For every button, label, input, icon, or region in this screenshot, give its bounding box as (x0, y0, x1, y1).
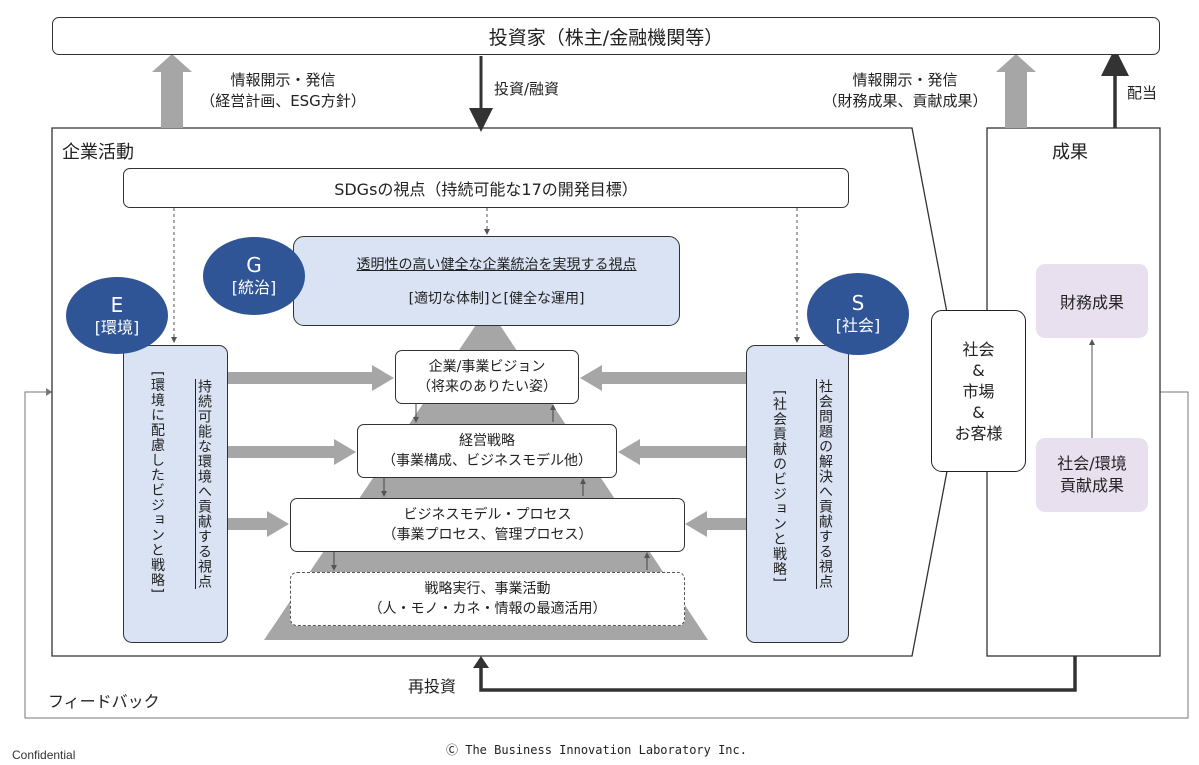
feedback-label: フィードバック (48, 692, 160, 711)
env-panel: 持続可能な環境へ貢献する視点 [環境に配慮したビジョンと戦略] (123, 345, 228, 643)
execution-box: 戦略実行、事業活動 （人・モノ・カネ・情報の最適活用） (290, 572, 685, 626)
investment-label: 投資/融資 (494, 80, 560, 98)
env-panel-main: 持続可能な環境へ貢献する視点 (196, 379, 212, 589)
disclosure-left-label: 情報開示・発信 （経営計画、ESG方針） (200, 71, 366, 110)
s-badge: S [社会] (807, 273, 909, 355)
reinvestment-label: 再投資 (408, 677, 457, 696)
vision-box: 企業/事業ビジョン （将来のありたい姿） (395, 350, 579, 404)
governance-title: 透明性の高い健全な企業統治を実現する視点 (356, 257, 637, 273)
e-badge: E [環境] (66, 277, 168, 354)
governance-box: 透明性の高い健全な企業統治を実現する視点 [適切な体制]と[健全な運用] (293, 236, 680, 326)
soc-arrows (580, 365, 746, 537)
soc-panel-main: 社会問題の解決へ貢献する視点 (817, 379, 833, 589)
governance-sub: [適切な体制]と[健全な運用] (408, 291, 585, 307)
investor-bar: 投資家（株主/金融機関等） (52, 17, 1160, 55)
reinvestment-arrow (479, 656, 1077, 692)
soc-panel: 社会問題の解決へ貢献する視点 [社会貢献のビジョンと戦略] (746, 345, 849, 643)
investor-label: 投資家（株主/金融機関等） (488, 26, 724, 49)
results-title: 成果 (1052, 142, 1088, 163)
strategy-box: 経営戦略 （事業構成、ビジネスモデル他） (357, 424, 617, 478)
sdgs-bar: SDGsの視点（持続可能な17の開発目標） (123, 168, 849, 208)
env-arrows (228, 365, 394, 537)
disclosure-right-arrow (996, 54, 1036, 128)
confidential-label: Confidential (12, 748, 76, 762)
market-box: 社会 & 市場 & お客様 (931, 310, 1026, 472)
inner-flow-arrows (331, 404, 650, 571)
disclosure-right-label: 情報開示・発信 （財務成果、貢献成果） (822, 71, 988, 110)
soc-panel-sub: [社会貢献のビジョンと戦略] (771, 390, 787, 583)
g-badge: G [統治] (203, 237, 305, 315)
env-panel-sub: [環境に配慮したビジョンと戦略] (149, 371, 165, 594)
social-result-box: 社会/環境 貢献成果 (1036, 438, 1148, 512)
business-model-box: ビジネスモデル・プロセス （事業プロセス、管理プロセス） (290, 498, 685, 552)
dividend-label: 配当 (1127, 84, 1158, 102)
disclosure-left-arrow (152, 54, 192, 128)
feedback-loop-line (24, 391, 1189, 719)
corporate-activity-title: 企業活動 (62, 142, 134, 163)
feedback-arrow-head (46, 388, 52, 396)
financial-result-box: 財務成果 (1036, 264, 1148, 338)
copyright-label: Ⓒ The Business Innovation Laboratory Inc… (446, 743, 747, 757)
